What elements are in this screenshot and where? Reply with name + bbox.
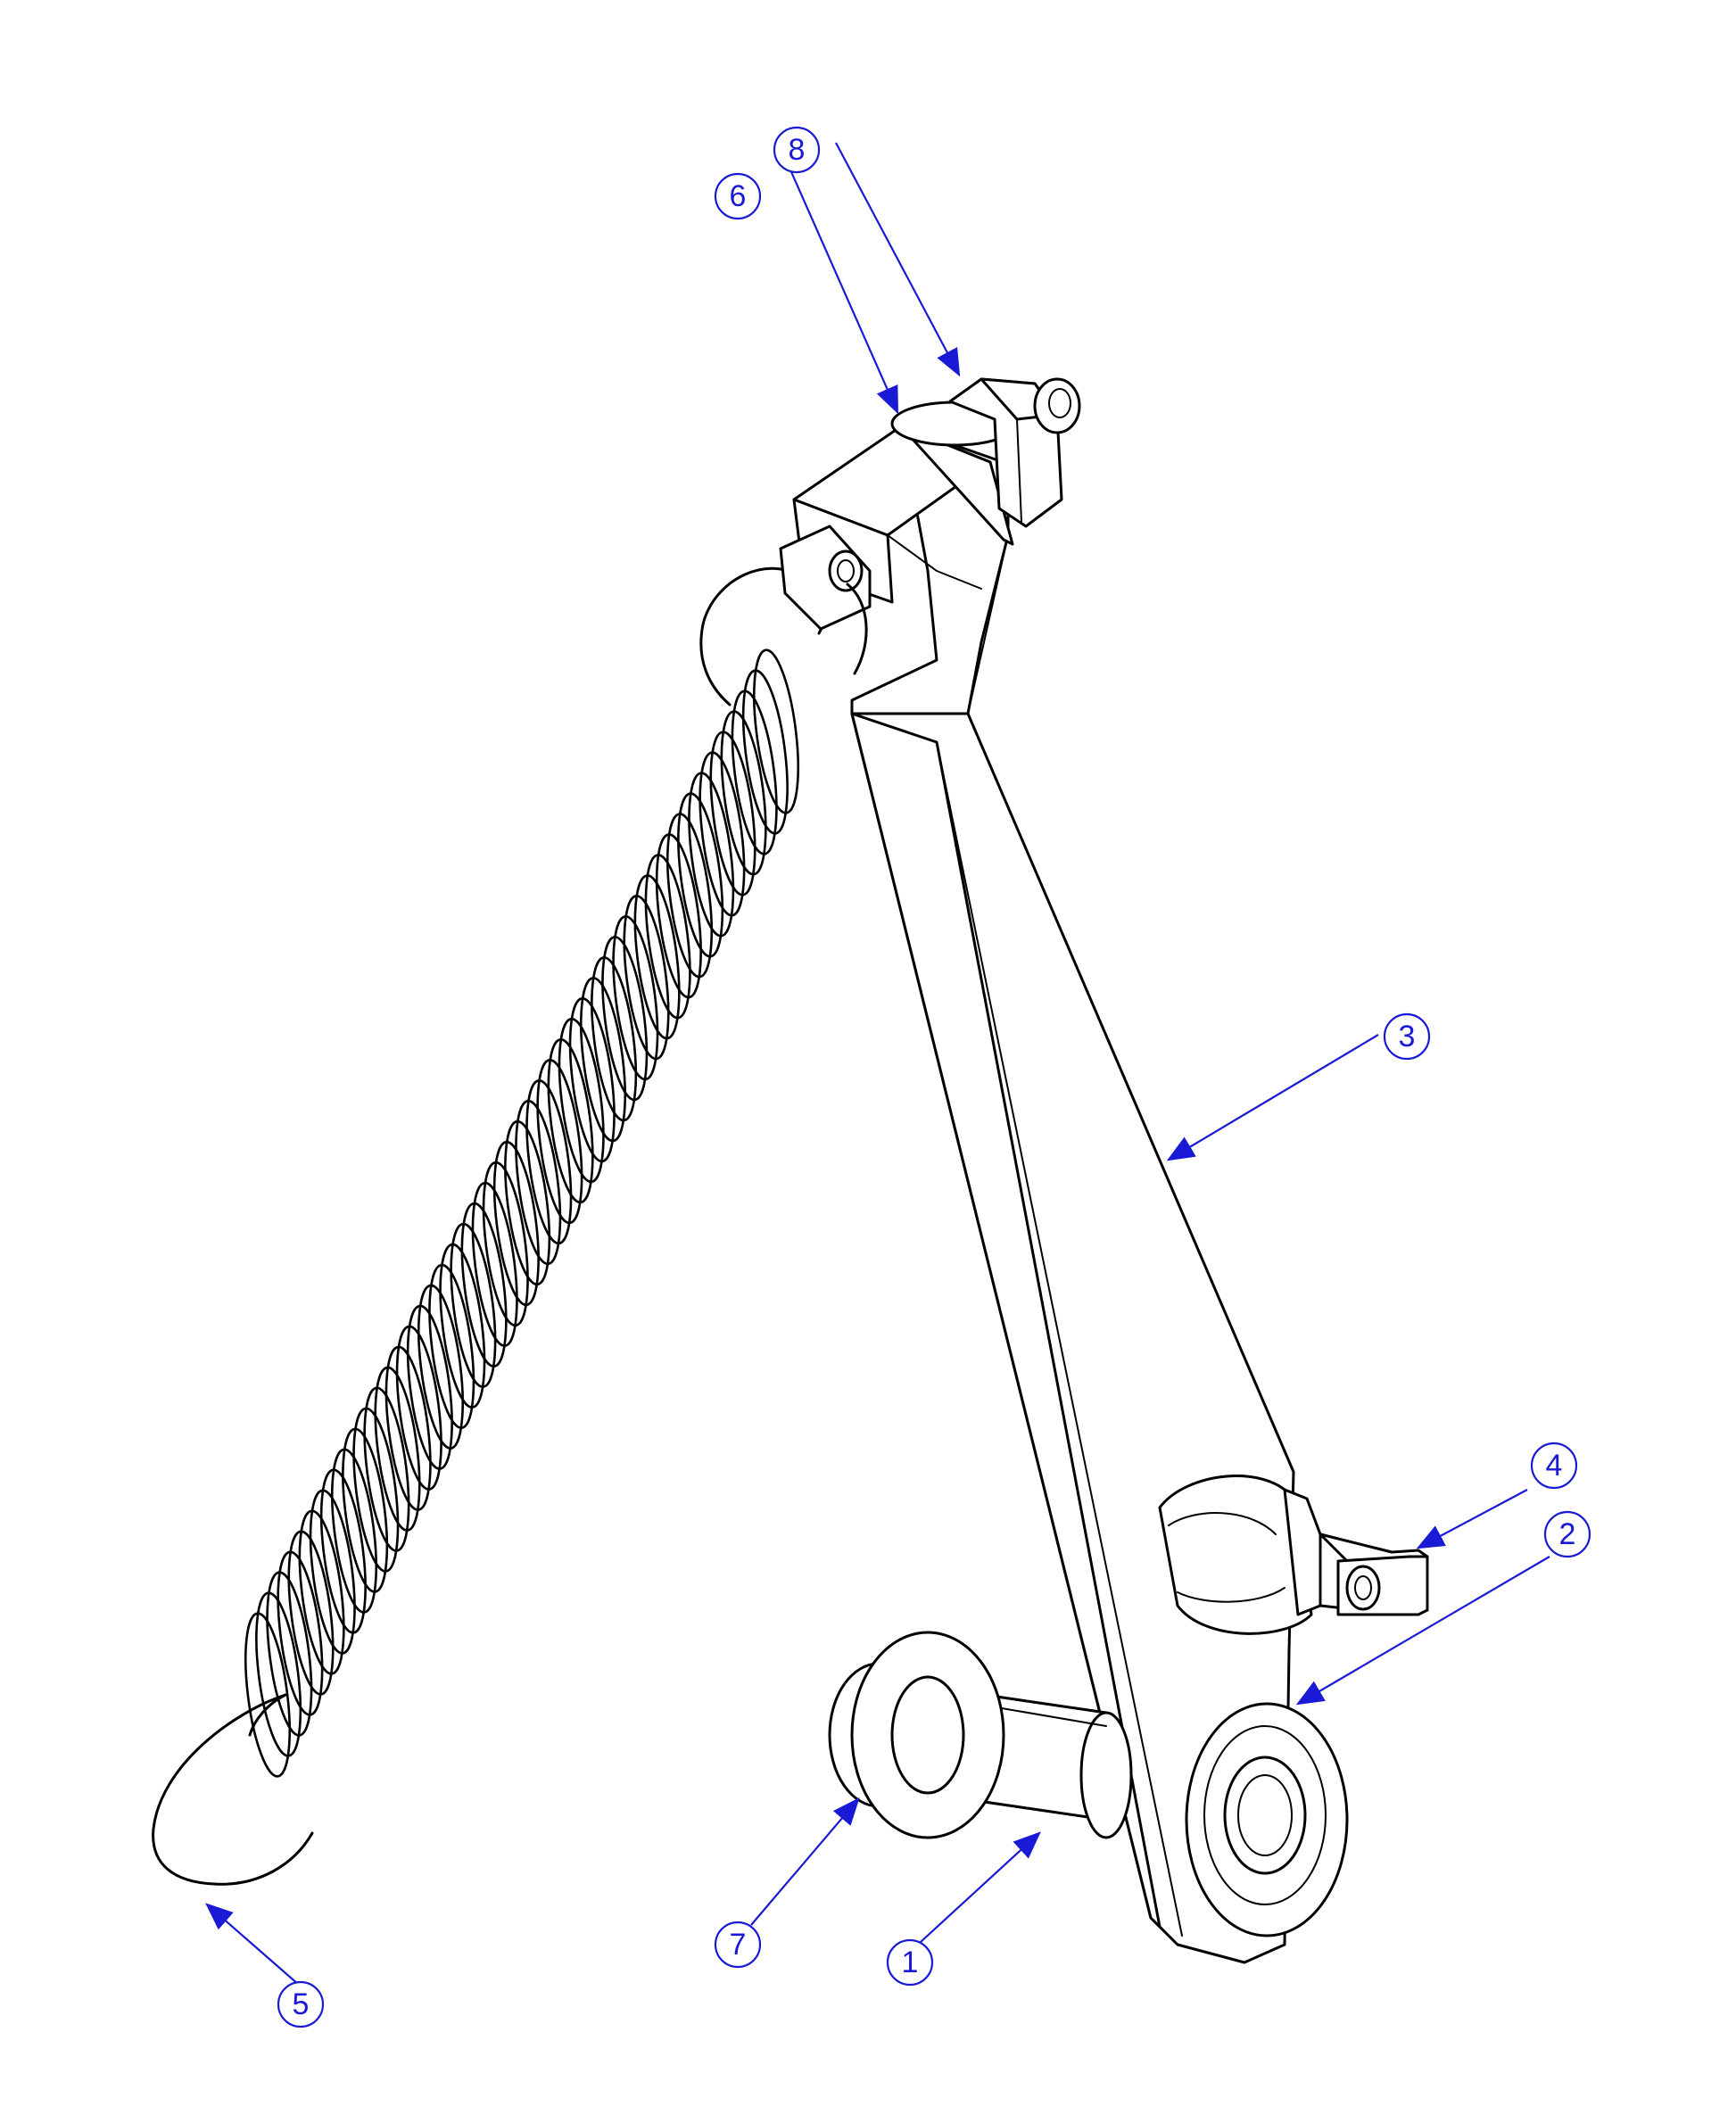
callout-4-label: 4 [1546,1449,1563,1483]
callout-4: 4 [1530,1442,1578,1490]
leader-line-2 [1295,1556,1550,1706]
callout-3-label: 3 [1399,1020,1416,1053]
callout-6: 6 [714,172,762,220]
callout-8-label: 8 [789,133,806,167]
leader-line-3 [1166,1034,1379,1161]
callout-1-label: 1 [902,1946,919,1979]
top-fastener [890,377,1081,528]
callout-5-label: 5 [293,1987,310,2021]
end-washer [1185,1702,1349,1937]
callout-2-label: 2 [1559,1517,1576,1551]
leader-line-6 [781,151,899,415]
callout-1: 1 [886,1938,934,1987]
leader-line-5 [205,1903,300,1986]
callouts: 8 6 3 4 2 7 1 5 [205,126,1591,2028]
callout-2: 2 [1543,1510,1591,1558]
lever-arm [779,425,1295,1964]
callout-3: 3 [1383,1012,1431,1061]
leader-line-1 [920,1831,1041,1943]
leader-line-8 [835,142,961,377]
spring-coils [244,649,799,1778]
callout-5: 5 [277,1980,325,2028]
leader-line-7 [750,1797,860,1926]
side-shaft-with-nut [1158,1475,1429,1635]
callout-7-label: 7 [730,1928,747,1962]
callout-7: 7 [714,1921,762,1969]
spring-coil-turn [244,1612,291,1778]
leader-line-4 [1416,1489,1528,1549]
callout-6-label: 6 [730,179,747,213]
pin-washer [828,1631,1005,1839]
callout-8: 8 [773,126,821,174]
tension-spring [152,566,826,1886]
